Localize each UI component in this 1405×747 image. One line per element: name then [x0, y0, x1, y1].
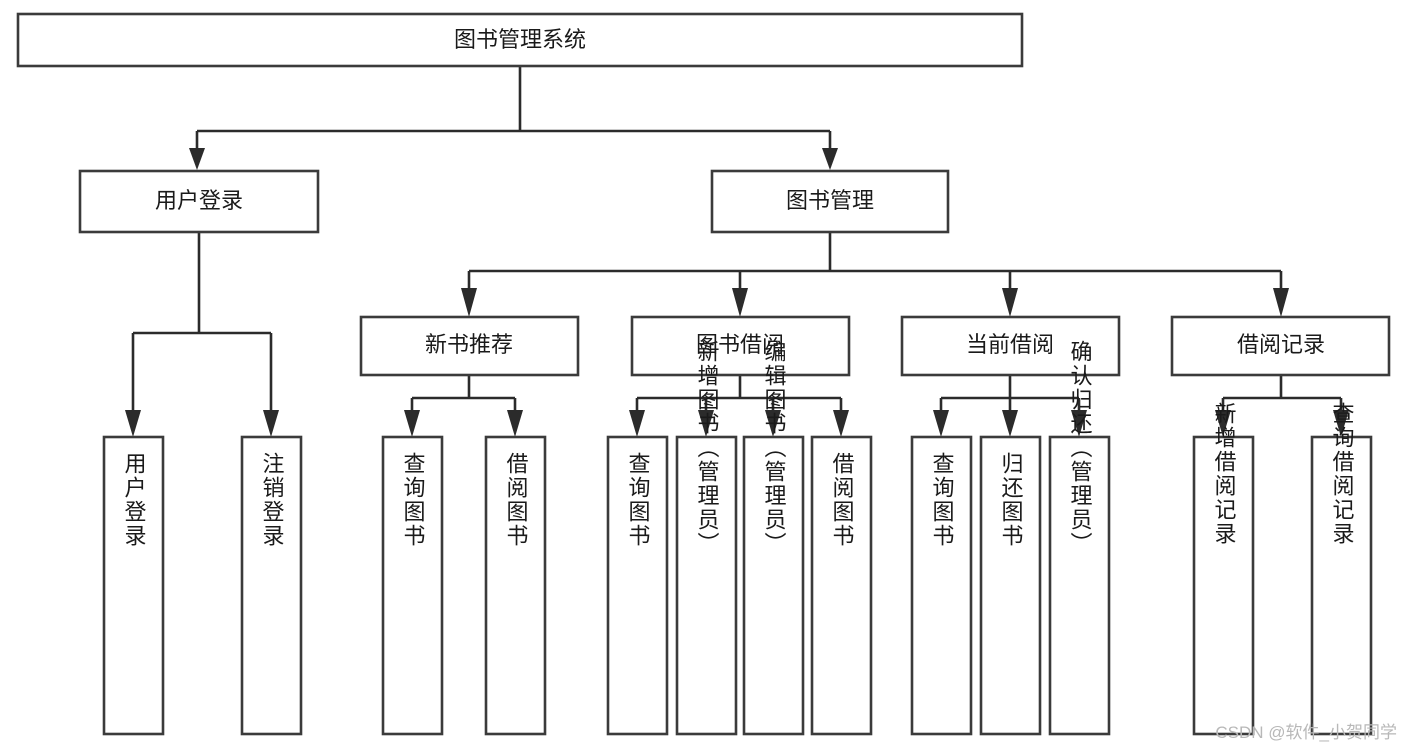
node-new-book-recommend[interactable]: 新书推荐 — [359, 315, 580, 377]
leaf-label-new-book-query: 查询图书 — [401, 452, 426, 548]
arrow-head-br-leaf-1 — [1215, 410, 1231, 437]
leaf-box-user-login-logout[interactable] — [240, 435, 303, 736]
leaf-node-cb-confirm-return[interactable]: 确认归还（管理员） — [1048, 340, 1111, 736]
node-borrow-record-box[interactable] — [1170, 315, 1391, 377]
node-root-box[interactable] — [16, 12, 1024, 68]
leaf-node-cb-query-book[interactable]: 查询图书 — [910, 435, 973, 736]
leaf-label-cb-confirm-return: 确认归还（管理员） — [1068, 340, 1093, 556]
arrow-head-nb-leaf-1 — [404, 410, 420, 437]
node-book-management[interactable]: 图书管理 — [710, 169, 950, 234]
leaf-node-new-book-query[interactable]: 查询图书 — [381, 435, 444, 736]
arrow-head-book-manage — [822, 148, 838, 170]
leaf-node-br-query-record[interactable]: 查询借阅记录 — [1310, 402, 1373, 736]
node-current-borrow[interactable]: 当前借阅 — [900, 315, 1121, 377]
arrow-head-nb-leaf-2 — [507, 410, 523, 437]
leaf-box-cb-return-book[interactable] — [979, 435, 1042, 736]
leaf-box-cb-query-book[interactable] — [910, 435, 973, 736]
arrow-head-new-book-recommend — [461, 288, 477, 317]
leaf-box-bb-edit-book[interactable] — [742, 435, 805, 736]
arrow-head-cb-leaf-1 — [933, 410, 949, 437]
leaf-label-cb-query-book: 查询图书 — [930, 452, 955, 548]
leaf-box-cb-confirm-return[interactable] — [1048, 435, 1111, 736]
leaf-node-user-login-logout[interactable]: 注销登录 — [240, 435, 303, 736]
node-book-management-box[interactable] — [710, 169, 950, 234]
arrow-head-bb-leaf-2 — [698, 410, 714, 437]
arrow-head-leaf-logout — [263, 410, 279, 437]
node-current-borrow-box[interactable] — [900, 315, 1121, 377]
leaf-label-user-login-logout: 注销登录 — [260, 452, 285, 548]
node-book-management-label: 图书管理 — [786, 188, 874, 213]
leaf-label-new-book-borrow: 借阅图书 — [504, 452, 529, 548]
node-book-borrow-box[interactable] — [630, 315, 851, 377]
leaf-label-cb-return-book: 归还图书 — [999, 452, 1024, 548]
arrow-head-borrow-record — [1273, 288, 1289, 317]
leaf-node-bb-query-book[interactable]: 查询图书 — [606, 435, 669, 736]
leaf-label-bb-add-book: 新增图书（管理员） — [695, 340, 720, 556]
arrow-head-leaf-user-login — [125, 410, 141, 437]
leaf-label-user-login-login: 用户登录 — [122, 452, 147, 548]
node-new-book-recommend-label: 新书推荐 — [425, 332, 513, 357]
leaf-box-new-book-borrow[interactable] — [484, 435, 547, 736]
node-borrow-record-label: 借阅记录 — [1237, 332, 1325, 357]
leaf-node-bb-borrow-book[interactable]: 借阅图书 — [810, 435, 873, 736]
leaf-box-bb-query-book[interactable] — [606, 435, 669, 736]
arrow-head-cb-leaf-2 — [1002, 410, 1018, 437]
arrow-head-book-borrow — [732, 288, 748, 317]
leaf-box-br-query-record[interactable] — [1310, 435, 1373, 736]
leaf-label-br-add-record: 新增借阅记录 — [1212, 402, 1237, 546]
node-new-book-recommend-box[interactable] — [359, 315, 580, 377]
leaf-node-bb-add-book[interactable]: 新增图书（管理员） — [675, 340, 738, 736]
leaf-node-new-book-borrow[interactable]: 借阅图书 — [484, 435, 547, 736]
leaf-box-br-add-record[interactable] — [1192, 435, 1255, 736]
arrow-head-bb-leaf-1 — [629, 410, 645, 437]
connectors-group — [125, 66, 1349, 437]
arrow-head-user-login — [189, 148, 205, 170]
leaf-node-user-login-login[interactable]: 用户登录 — [102, 435, 165, 736]
node-borrow-record[interactable]: 借阅记录 — [1170, 315, 1391, 377]
leaf-label-bb-edit-book: 编辑图书（管理员） — [762, 340, 787, 556]
leaf-box-user-login-login[interactable] — [102, 435, 165, 736]
arrow-head-current-borrow — [1002, 288, 1018, 317]
node-user-login-label: 用户登录 — [155, 188, 243, 213]
arrow-head-bb-leaf-3 — [765, 410, 781, 437]
arrow-head-cb-leaf-3 — [1071, 410, 1087, 437]
node-current-borrow-label: 当前借阅 — [966, 332, 1054, 357]
node-book-borrow[interactable]: 图书借阅 — [630, 315, 851, 377]
node-root-label: 图书管理系统 — [454, 27, 586, 52]
leaf-node-cb-return-book[interactable]: 归还图书 — [979, 435, 1042, 736]
node-user-login-box[interactable] — [78, 169, 320, 234]
leaf-label-br-query-record: 查询借阅记录 — [1330, 402, 1355, 546]
leaf-label-bb-query-book: 查询图书 — [626, 452, 651, 548]
leaf-box-bb-borrow-book[interactable] — [810, 435, 873, 736]
leaf-box-new-book-query[interactable] — [381, 435, 444, 736]
node-book-borrow-label: 图书借阅 — [696, 332, 784, 357]
leaf-node-br-add-record[interactable]: 新增借阅记录 — [1192, 402, 1255, 736]
leaf-box-bb-add-book[interactable] — [675, 435, 738, 736]
arrow-head-bb-leaf-4 — [833, 410, 849, 437]
leaf-label-bb-borrow-book: 借阅图书 — [830, 452, 855, 548]
arrow-head-br-leaf-2 — [1333, 410, 1349, 437]
node-user-login[interactable]: 用户登录 — [78, 169, 320, 234]
node-root-book-management-system[interactable]: 图书管理系统 — [16, 12, 1024, 68]
leaf-node-bb-edit-book[interactable]: 编辑图书（管理员） — [742, 340, 805, 736]
